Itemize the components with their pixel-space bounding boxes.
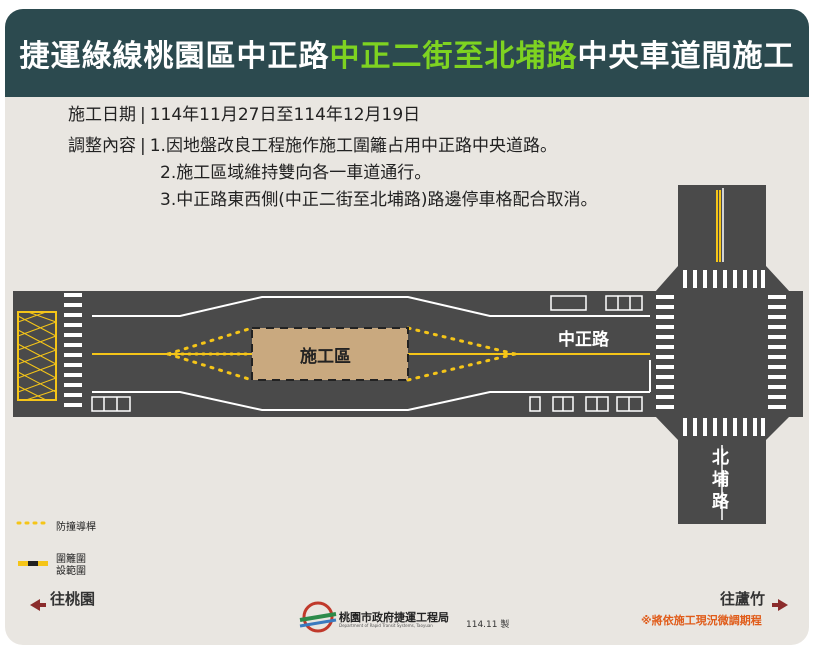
fence-legend-label: 圍籬圍設範圍 [56, 554, 86, 577]
arrow-left-icon [30, 599, 46, 611]
made-date: 114.11 製 [466, 620, 510, 630]
content-item-2: 2.施工區域維持雙向各一車道通行。 [160, 163, 432, 183]
corner [766, 416, 790, 440]
main-road-label: 中正路 [558, 330, 609, 350]
org-name-en: Department of Rapid Transit Systems, Tao… [339, 623, 433, 628]
content-label: 調整內容 [68, 136, 136, 156]
content-item-1: 1.因地盤改良工程施作施工圍籬占用中正路中央道路。 [149, 136, 557, 156]
hatched-box [17, 311, 57, 401]
corner [655, 416, 678, 440]
crosswalk-north [683, 270, 765, 288]
title-part1: 捷運綠線桃園區中正路 [19, 39, 330, 74]
content-item-3: 3.中正路東西側(中正二街至北埔路)路邊停車格配合取消。 [160, 190, 598, 210]
schedule-note: ※將依施工現況微調期程 [641, 614, 762, 627]
parking-slots [91, 295, 643, 412]
date-line: 施工日期|114年11月27日至114年12月19日 [68, 100, 420, 125]
corner [766, 266, 790, 292]
metro-logo-icon [299, 601, 337, 633]
separator: | [140, 136, 146, 156]
title-highlight: 中正二街至北埔路 [329, 39, 578, 74]
barrier-poles [166, 326, 517, 382]
org-name: 桃園市政府捷運工程局 [339, 611, 449, 624]
construction-zone [251, 327, 409, 381]
arrow-right-icon [772, 599, 788, 611]
direction-left: 往桃園 [50, 590, 96, 608]
content-line: 調整內容|1.因地盤改良工程施作施工圍籬占用中正路中央道路。 [68, 131, 557, 156]
barrier-legend-label: 防撞導桿 [56, 522, 96, 533]
north-road [678, 185, 766, 295]
corner [655, 266, 678, 292]
crosswalk-east-b [768, 295, 786, 409]
title-part2: 中央車道間施工 [577, 39, 795, 74]
date-value: 114年11月27日至114年12月19日 [149, 105, 421, 125]
page-title: 捷運綠線桃園區中正路中正二街至北埔路中央車道間施工 [5, 9, 809, 97]
separator: | [140, 105, 146, 125]
date-label: 施工日期 [68, 105, 136, 125]
direction-right: 往蘆竹 [720, 590, 766, 608]
lane-line-south [92, 391, 650, 411]
hatch-lines [17, 311, 57, 401]
cross-road-label: 北埔路 [712, 448, 729, 512]
lane-line-north [92, 296, 650, 317]
crosswalk-west [64, 293, 82, 407]
crosswalk-east-a [656, 295, 674, 409]
fence-legend-icon [18, 561, 28, 566]
construction-zone-label: 施工區 [300, 347, 351, 367]
crosswalk-south [683, 418, 765, 436]
